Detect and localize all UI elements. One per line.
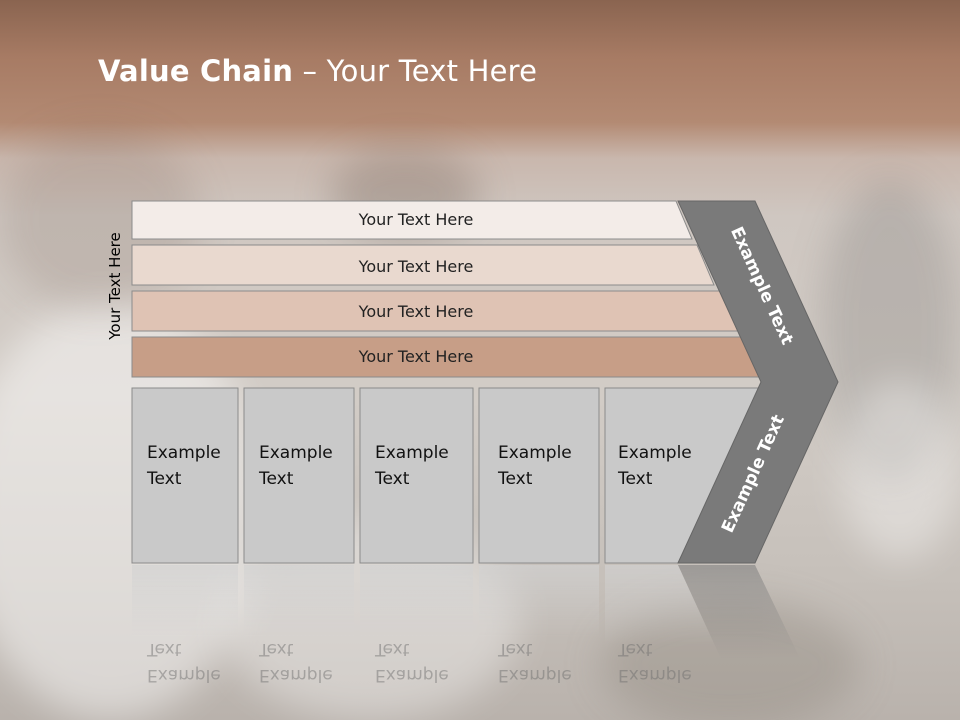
- box-2: [243, 387, 355, 564]
- row-2-bar: [131, 244, 715, 286]
- row-4-label: Your Text Here: [358, 347, 474, 366]
- reflection: [132, 565, 820, 700]
- box-3: [359, 387, 474, 564]
- chain-arrow: [677, 200, 839, 564]
- box-1: [131, 387, 239, 564]
- row-3-label: Your Text Here: [358, 302, 474, 321]
- box-4: [478, 387, 600, 564]
- row-2-label: Your Text Here: [358, 257, 474, 276]
- slide-title: Value Chain – Your Text Here: [98, 54, 538, 88]
- row-1-bar: [131, 200, 693, 240]
- row-1-label: Your Text Here: [358, 210, 474, 229]
